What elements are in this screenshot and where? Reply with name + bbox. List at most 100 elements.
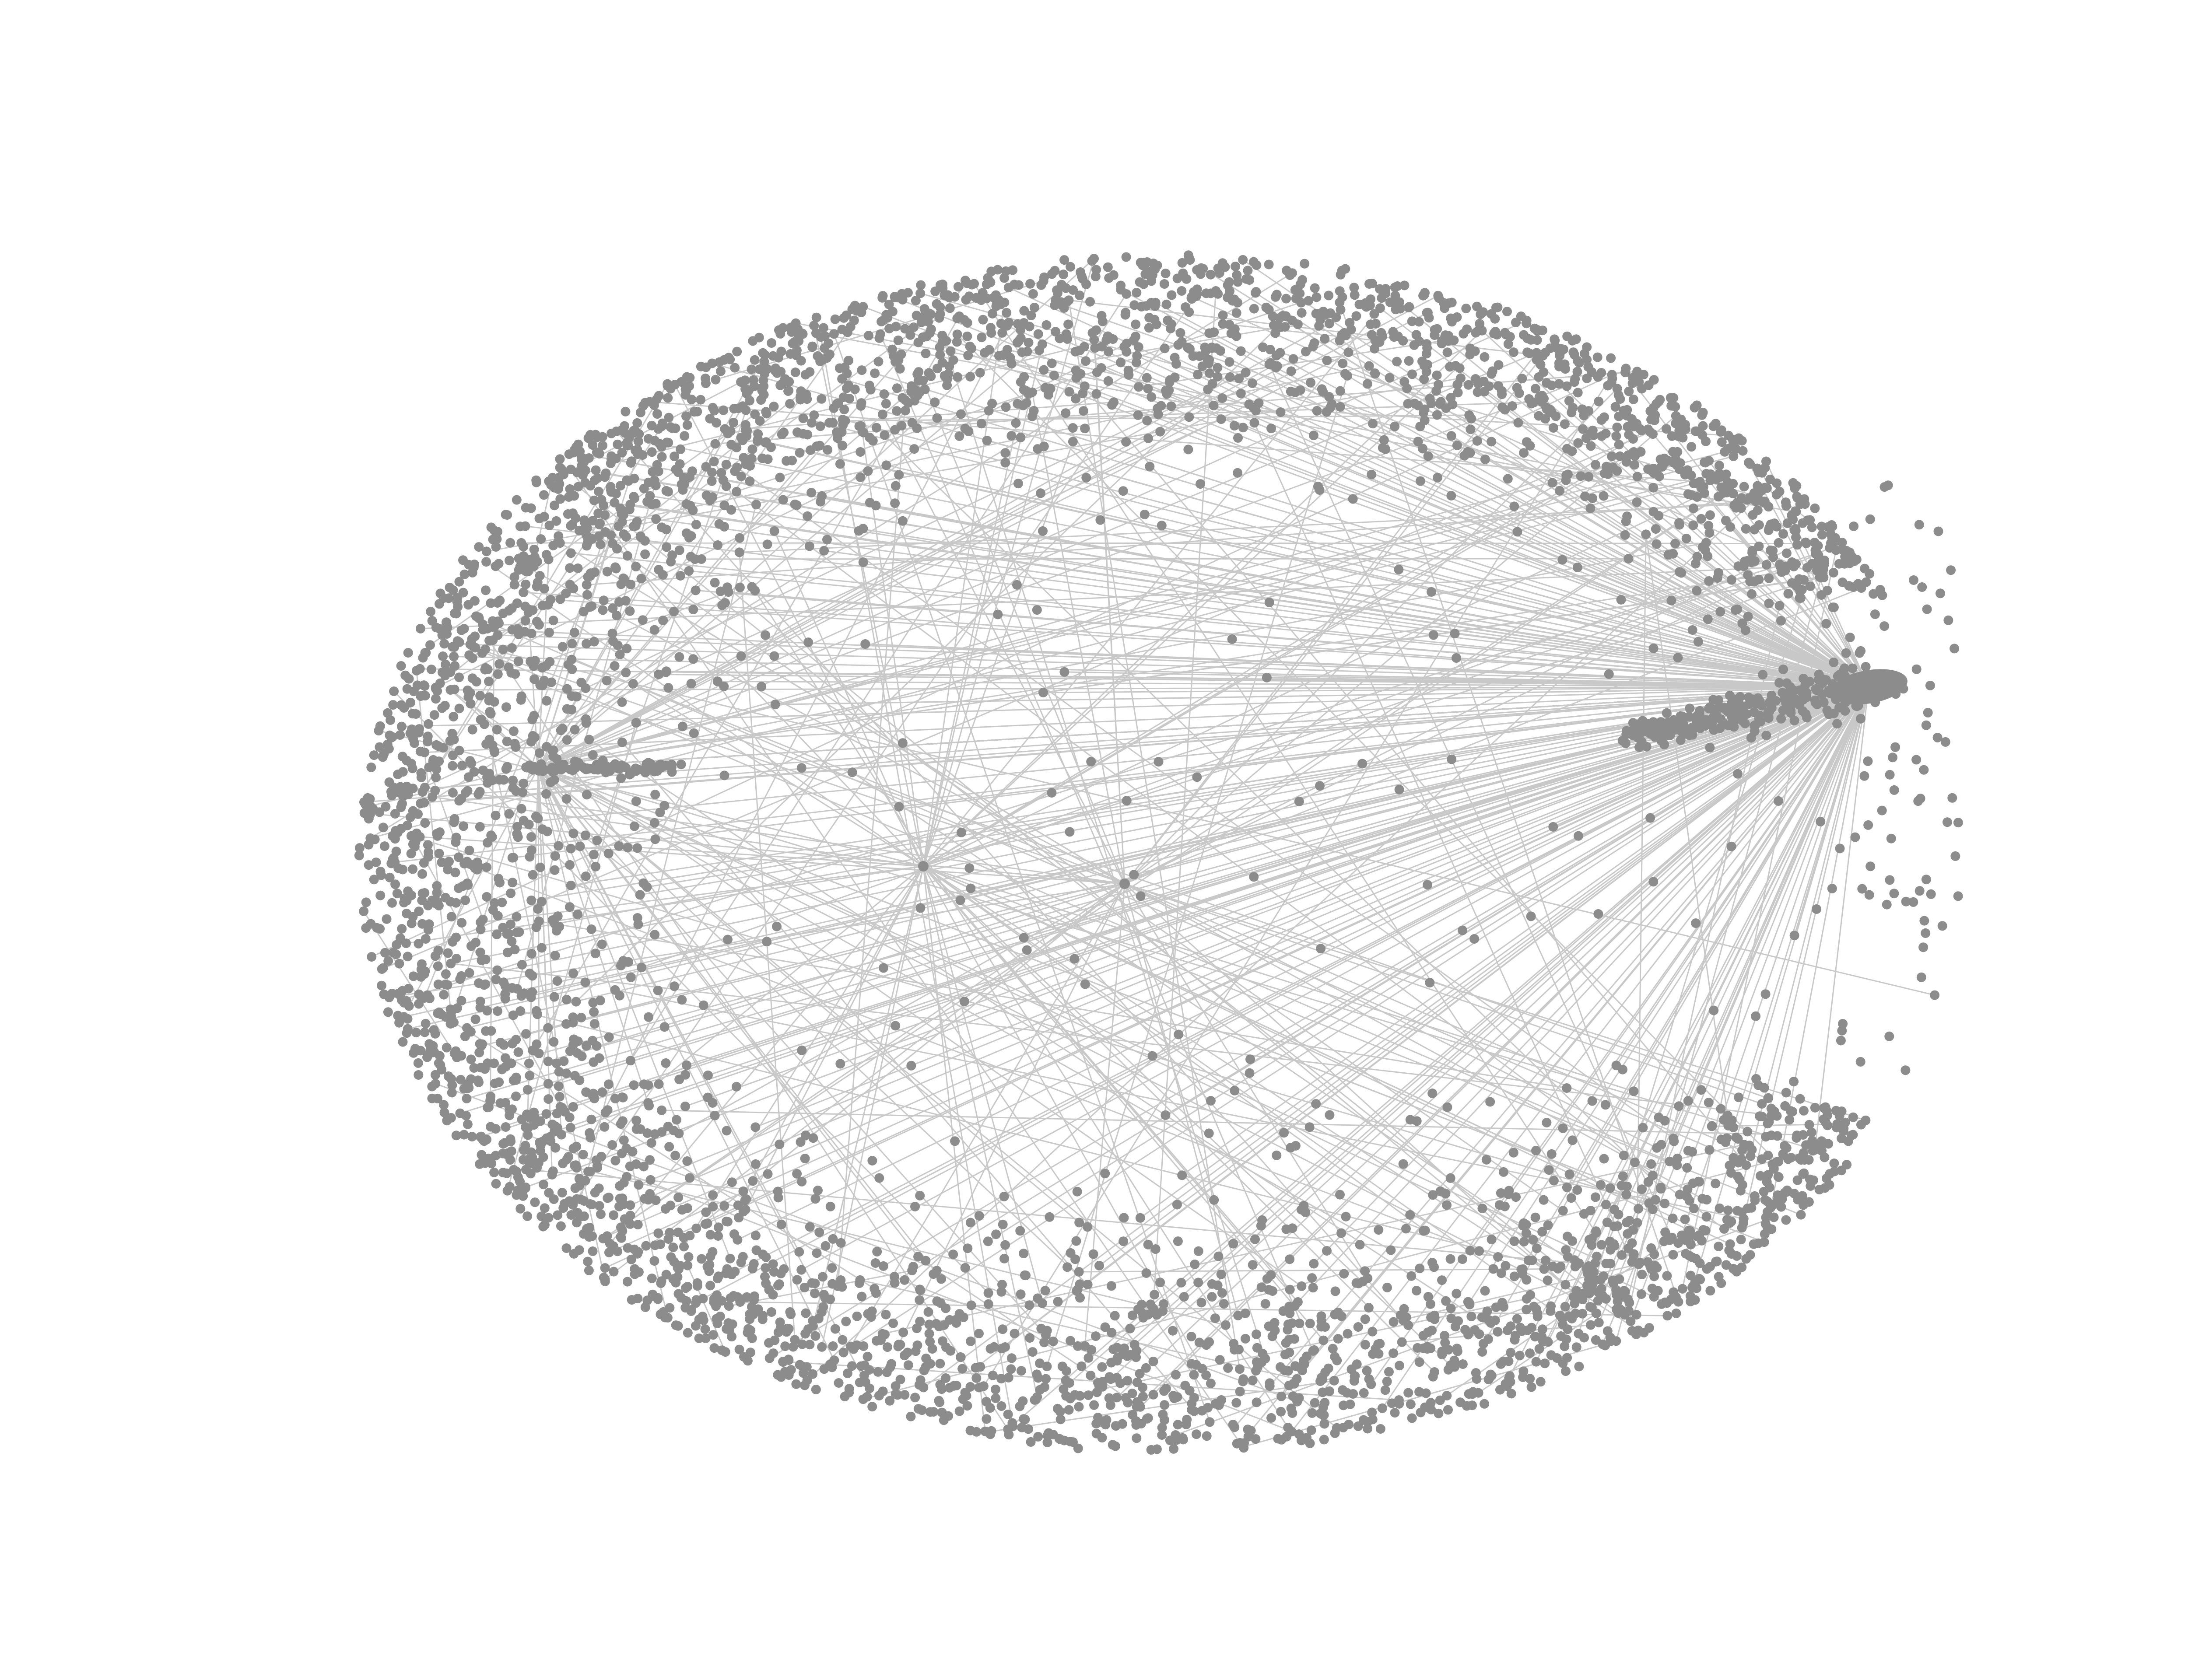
graph-node — [1074, 1402, 1084, 1412]
graph-node — [1213, 1252, 1223, 1261]
graph-node — [1122, 339, 1132, 348]
graph-node — [452, 1053, 462, 1062]
graph-node — [1284, 1348, 1294, 1357]
graph-node — [583, 572, 593, 582]
graph-node — [1197, 1298, 1206, 1307]
graph-node — [1582, 374, 1592, 383]
graph-node — [807, 342, 817, 352]
graph-node — [1632, 497, 1642, 507]
graph-node — [1209, 401, 1219, 410]
graph-node — [1452, 441, 1462, 450]
graph-node — [1720, 447, 1729, 457]
graph-node — [805, 367, 814, 377]
graph-node — [925, 1320, 934, 1329]
graph-node — [1194, 1246, 1203, 1256]
graph-node — [1810, 1103, 1820, 1113]
graph-node — [829, 329, 839, 339]
graph-node — [768, 1290, 778, 1300]
graph-node — [1339, 1423, 1348, 1432]
graph-node — [991, 1229, 1001, 1239]
graph-node — [913, 1252, 923, 1261]
graph-node — [1466, 424, 1475, 434]
graph-node — [895, 1340, 905, 1350]
graph-node — [1510, 1271, 1519, 1281]
graph-node — [1382, 1377, 1392, 1386]
graph-node — [483, 838, 492, 847]
graph-node — [703, 1093, 713, 1102]
graph-node — [1802, 539, 1811, 548]
graph-node — [597, 1087, 607, 1097]
graph-node — [777, 1220, 786, 1229]
graph-node — [1349, 283, 1359, 292]
graph-node — [701, 363, 711, 372]
graph-node — [1695, 477, 1705, 486]
graph-node — [585, 1223, 594, 1232]
graph-node — [550, 1127, 559, 1137]
graph-node — [1081, 473, 1091, 483]
graph-node — [1262, 1274, 1272, 1284]
graph-node — [1539, 394, 1549, 403]
graph-node — [503, 948, 512, 957]
graph-node — [1171, 1370, 1181, 1379]
graph-node — [724, 587, 733, 597]
graph-node — [1605, 1183, 1615, 1193]
graph-node — [748, 1264, 757, 1274]
graph-node — [477, 715, 486, 724]
graph-node — [554, 473, 564, 483]
graph-node — [542, 696, 551, 706]
graph-node — [566, 465, 576, 474]
graph-node — [1567, 446, 1577, 456]
graph-node — [626, 1056, 635, 1065]
graph-node — [1404, 303, 1413, 312]
graph-node — [1158, 1410, 1168, 1419]
graph-node — [1815, 1185, 1824, 1194]
graph-node — [494, 659, 504, 669]
graph-node — [1766, 546, 1775, 555]
graph-node — [1390, 291, 1400, 301]
graph-node — [1701, 1226, 1711, 1236]
graph-node — [660, 1313, 670, 1323]
graph-node — [383, 1007, 393, 1017]
graph-node — [1266, 1413, 1276, 1423]
graph-node — [1297, 308, 1307, 318]
graph-node — [452, 833, 461, 842]
graph-node — [664, 1142, 674, 1152]
graph-node — [1917, 973, 1926, 982]
graph-node — [1781, 1215, 1791, 1225]
graph-node — [1336, 1228, 1346, 1238]
graph-node — [726, 1254, 735, 1264]
graph-node — [1185, 1386, 1195, 1396]
graph-node — [1484, 382, 1494, 391]
graph-node — [996, 319, 1006, 329]
graph-node — [454, 883, 463, 893]
graph-node — [1879, 621, 1889, 631]
graph-node — [1753, 1239, 1763, 1248]
graph-node — [581, 714, 591, 724]
graph-node — [1217, 393, 1227, 403]
graph-node — [1086, 1371, 1095, 1380]
graph-node — [1320, 334, 1329, 343]
graph-node — [1143, 434, 1153, 443]
graph-node — [667, 550, 677, 560]
graph-node — [1280, 322, 1290, 332]
graph-node — [584, 1266, 594, 1275]
graph-node — [1301, 1208, 1310, 1217]
graph-node — [1623, 1244, 1633, 1253]
graph-node — [1863, 820, 1873, 830]
graph-node — [1666, 596, 1676, 606]
graph-node — [1548, 478, 1557, 487]
graph-node — [1531, 1213, 1540, 1222]
graph-node — [1064, 1405, 1074, 1415]
graph-node — [1080, 382, 1090, 391]
graph-node — [565, 902, 575, 912]
graph-node — [819, 1364, 829, 1374]
graph-node — [446, 1019, 456, 1029]
graph-node — [812, 313, 821, 322]
graph-node — [1019, 306, 1029, 316]
graph-node — [1555, 486, 1564, 496]
graph-node — [452, 1130, 461, 1140]
graph-node — [618, 1093, 628, 1102]
graph-node — [465, 968, 474, 978]
graph-node — [614, 841, 624, 851]
graph-node — [1360, 1314, 1370, 1324]
